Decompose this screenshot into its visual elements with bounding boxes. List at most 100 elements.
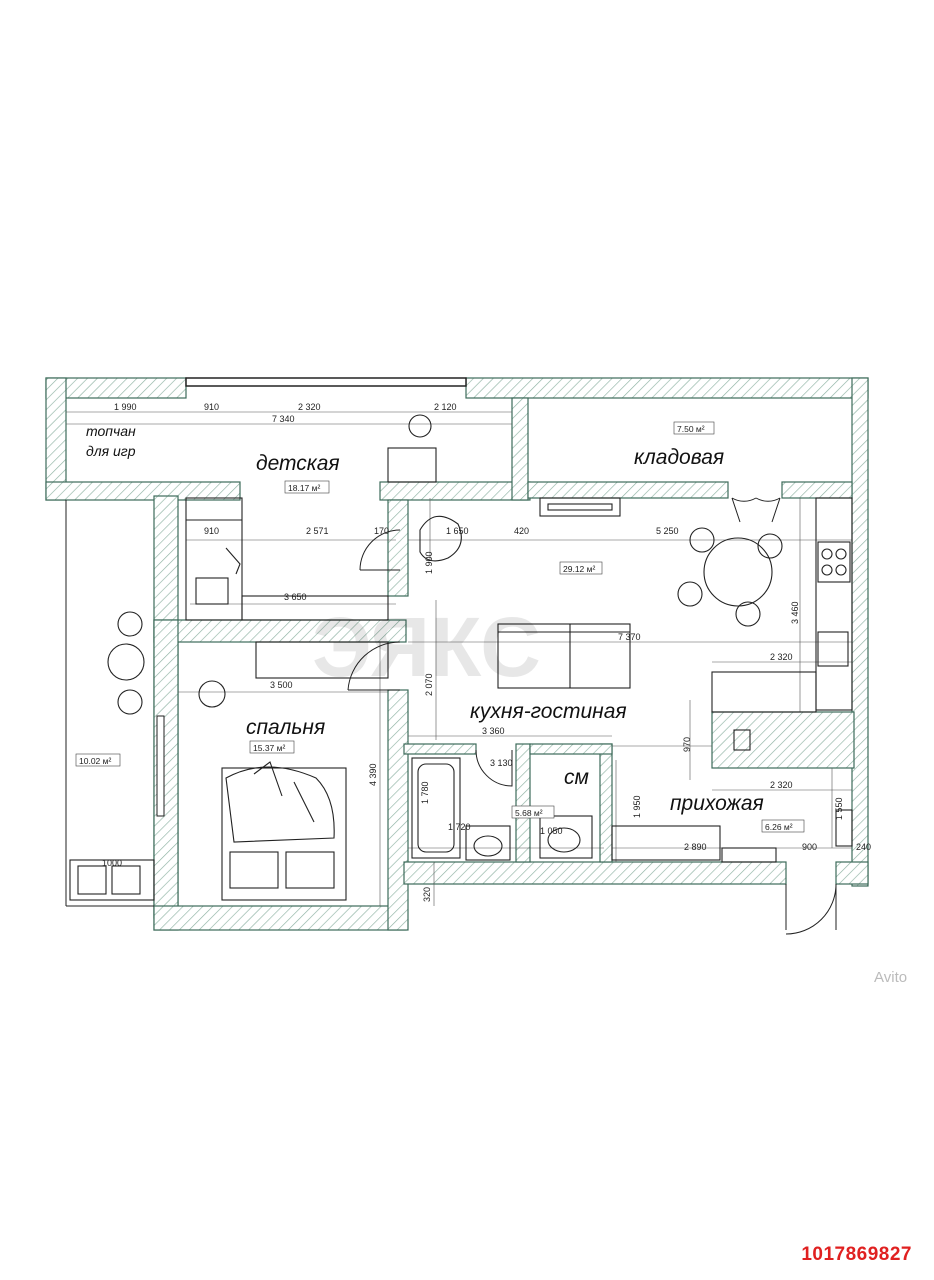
dining-chair-icon — [689, 527, 715, 553]
svg-text:2 120: 2 120 — [434, 402, 457, 412]
svg-text:970: 970 — [682, 737, 692, 752]
wall-kladovaya-bottom-left — [527, 481, 729, 499]
wall-top-right — [465, 377, 869, 399]
door-kladovaya-right[interactable] — [755, 497, 781, 523]
room-label-spalnya: спальня — [246, 716, 325, 739]
room-label-kladovaya: кладовая — [634, 446, 724, 469]
kitchen-counter — [815, 497, 853, 711]
wall-detskaya-bottom-left — [45, 481, 241, 501]
bathtub — [411, 757, 461, 859]
listing-id: 1017869827 — [801, 1244, 912, 1265]
wall-wc-right — [599, 743, 613, 863]
room-label-detskaya: детская — [256, 452, 340, 475]
wall-detskaya-bottom-right — [379, 481, 531, 501]
balcony-sofa — [69, 859, 155, 901]
svg-text:910: 910 — [204, 526, 219, 536]
watermark-logo: ЭЯКС — [312, 600, 541, 694]
dimension-texts: 1 990 910 2 320 7 340 2 120 910 2 571 17… — [102, 402, 871, 902]
svg-text:240: 240 — [856, 842, 871, 852]
door-bathroom[interactable] — [475, 749, 513, 787]
room-label-prikhozhaya: прихожая — [670, 792, 764, 815]
room-label-sm: см — [564, 766, 589, 789]
wall-kitchen-hall — [711, 711, 855, 769]
wall-detskaya-kladovaya — [511, 397, 529, 501]
svg-text:7 340: 7 340 — [272, 414, 295, 424]
area-kladovaya: 7.50 м² — [677, 424, 705, 434]
label-topchan: топчан — [86, 423, 136, 439]
washbasin — [465, 825, 511, 861]
svg-text:3 460: 3 460 — [790, 601, 800, 624]
svg-text:1 780: 1 780 — [420, 781, 430, 804]
svg-text:1 950: 1 950 — [632, 795, 642, 818]
wall-bedroom-right — [387, 689, 409, 931]
furniture — [69, 414, 853, 901]
svg-text:2 070: 2 070 — [424, 673, 434, 696]
area-spalnya: 15.37 м² — [253, 743, 285, 753]
balcony-chair-icon — [117, 689, 143, 715]
svg-text:910: 910 — [204, 402, 219, 412]
wall-corridor-top — [387, 499, 409, 597]
svg-text:2 320: 2 320 — [770, 780, 793, 790]
kitchen-cabinet — [539, 497, 621, 517]
wall-bedroom-bottom — [153, 905, 407, 931]
svg-text:900: 900 — [802, 842, 817, 852]
area-kukhnya: 29.12 м² — [563, 564, 595, 574]
toilet — [539, 815, 593, 859]
door-kladovaya-left[interactable] — [731, 497, 757, 523]
svg-text:1 990: 1 990 — [114, 402, 137, 412]
svg-text:1 050: 1 050 — [540, 826, 563, 836]
svg-text:1 650: 1 650 — [446, 526, 469, 536]
svg-text:2 320: 2 320 — [298, 402, 321, 412]
kitchen-sink — [817, 631, 849, 667]
wall-bath-wc — [515, 743, 531, 863]
svg-text:2 320: 2 320 — [770, 652, 793, 662]
balcony-table — [107, 643, 145, 681]
door-bedroom[interactable] — [347, 641, 401, 691]
svg-text:3 130: 3 130 — [490, 758, 513, 768]
svg-text:1 720: 1 720 — [448, 822, 471, 832]
area-balkon: 10.02 м² — [79, 756, 111, 766]
dining-table — [703, 537, 773, 607]
svg-text:7 370: 7 370 — [618, 632, 641, 642]
living-shelf — [255, 641, 389, 679]
svg-text:1 550: 1 550 — [834, 797, 844, 820]
wall-top-left — [45, 377, 187, 399]
svg-text:5 250: 5 250 — [656, 526, 679, 536]
svg-text:320: 320 — [422, 887, 432, 902]
svg-text:420: 420 — [514, 526, 529, 536]
label-dlya-igr: для игр — [86, 443, 136, 459]
wall-kladovaya-bottom-right — [781, 481, 853, 499]
dining-chair-icon — [735, 601, 761, 627]
svg-text:1000: 1000 — [102, 858, 122, 868]
wall-right — [851, 377, 869, 887]
svg-text:2 571: 2 571 — [306, 526, 329, 536]
hob — [817, 541, 851, 583]
svg-text:3 650: 3 650 — [284, 592, 307, 602]
nursery-desk — [387, 447, 437, 483]
wall-wc-top — [529, 743, 613, 755]
svg-text:1 900: 1 900 — [424, 551, 434, 574]
nursery-chair-icon — [408, 414, 432, 438]
dining-chair-icon — [757, 533, 783, 559]
wall-bath-top — [403, 743, 477, 755]
door-nursery[interactable] — [359, 529, 401, 571]
svg-text:2 890: 2 890 — [684, 842, 707, 852]
double-bed — [221, 767, 347, 901]
svg-text:170: 170 — [374, 526, 389, 536]
nursery-wardrobe — [241, 595, 389, 621]
armchair — [419, 515, 462, 562]
area-sanuzel: 5.68 м² — [515, 808, 543, 818]
balcony-chair-icon — [117, 611, 143, 637]
svg-text:3 360: 3 360 — [482, 726, 505, 736]
walls — [45, 377, 869, 931]
area-prikhozhaya: 6.26 м² — [765, 822, 793, 832]
door-entrance[interactable] — [785, 883, 837, 935]
dining-chair-icon — [677, 581, 703, 607]
svg-text:3 500: 3 500 — [270, 680, 293, 690]
window-top — [185, 377, 467, 387]
svg-text:4 390: 4 390 — [368, 763, 378, 786]
wall-bath-bottom — [403, 861, 787, 885]
room-label-kukhnya: кухня-гостиная — [470, 700, 627, 723]
hall-wardrobe — [611, 825, 721, 861]
